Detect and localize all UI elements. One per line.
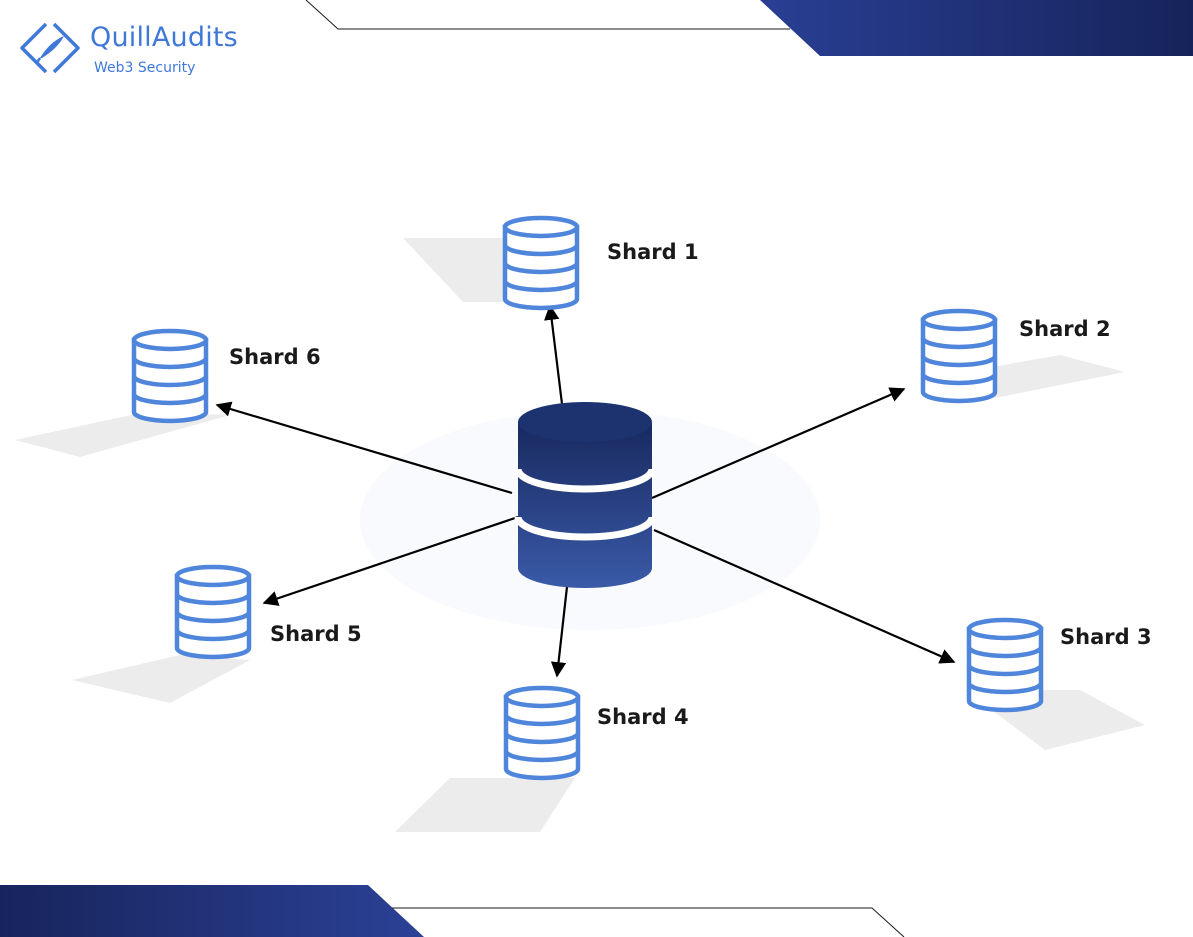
shard-label: Shard 3 [1060,625,1152,649]
brand-name: QuillAudits [90,22,238,53]
arrow-to-shard-5 [262,515,519,606]
shard-label: Shard 2 [1019,317,1111,341]
arrow-to-shard-6 [215,401,513,495]
database-icon [131,328,209,424]
shard-label: Shard 4 [597,705,689,729]
bottom-banner [0,885,905,937]
shard-label: Shard 6 [229,345,321,369]
top-banner [305,0,1193,56]
shard-2: Shard 2 [920,308,1111,404]
arrow-to-shard-2 [651,387,906,500]
database-icon [514,402,656,588]
quillaudits-logo: QuillAudits Web3 Security [18,18,258,88]
shard-5: Shard 5 [174,564,362,660]
database-icon [966,617,1044,713]
shard-label: Shard 1 [607,240,699,264]
arrows [215,304,956,678]
arrow-to-shard-3 [653,528,956,664]
shard-1: Shard 1 [502,215,699,311]
shard-6: Shard 6 [131,328,321,424]
arrow-to-shard-1 [544,304,564,405]
quill-diamond-icon [20,22,80,74]
database-icon [920,308,998,404]
central-database [514,402,656,588]
shard-label: Shard 5 [270,622,362,646]
shard-4: Shard 4 [503,685,689,781]
database-icon [503,685,581,781]
shard-3: Shard 3 [966,617,1152,713]
database-icon [502,215,580,311]
shards: Shard 1 Shard 2 Shard 3 Shard 4 Shard 5 Shard… [131,215,1152,781]
brand-tagline: Web3 Security [94,60,196,76]
database-icon [174,564,252,660]
